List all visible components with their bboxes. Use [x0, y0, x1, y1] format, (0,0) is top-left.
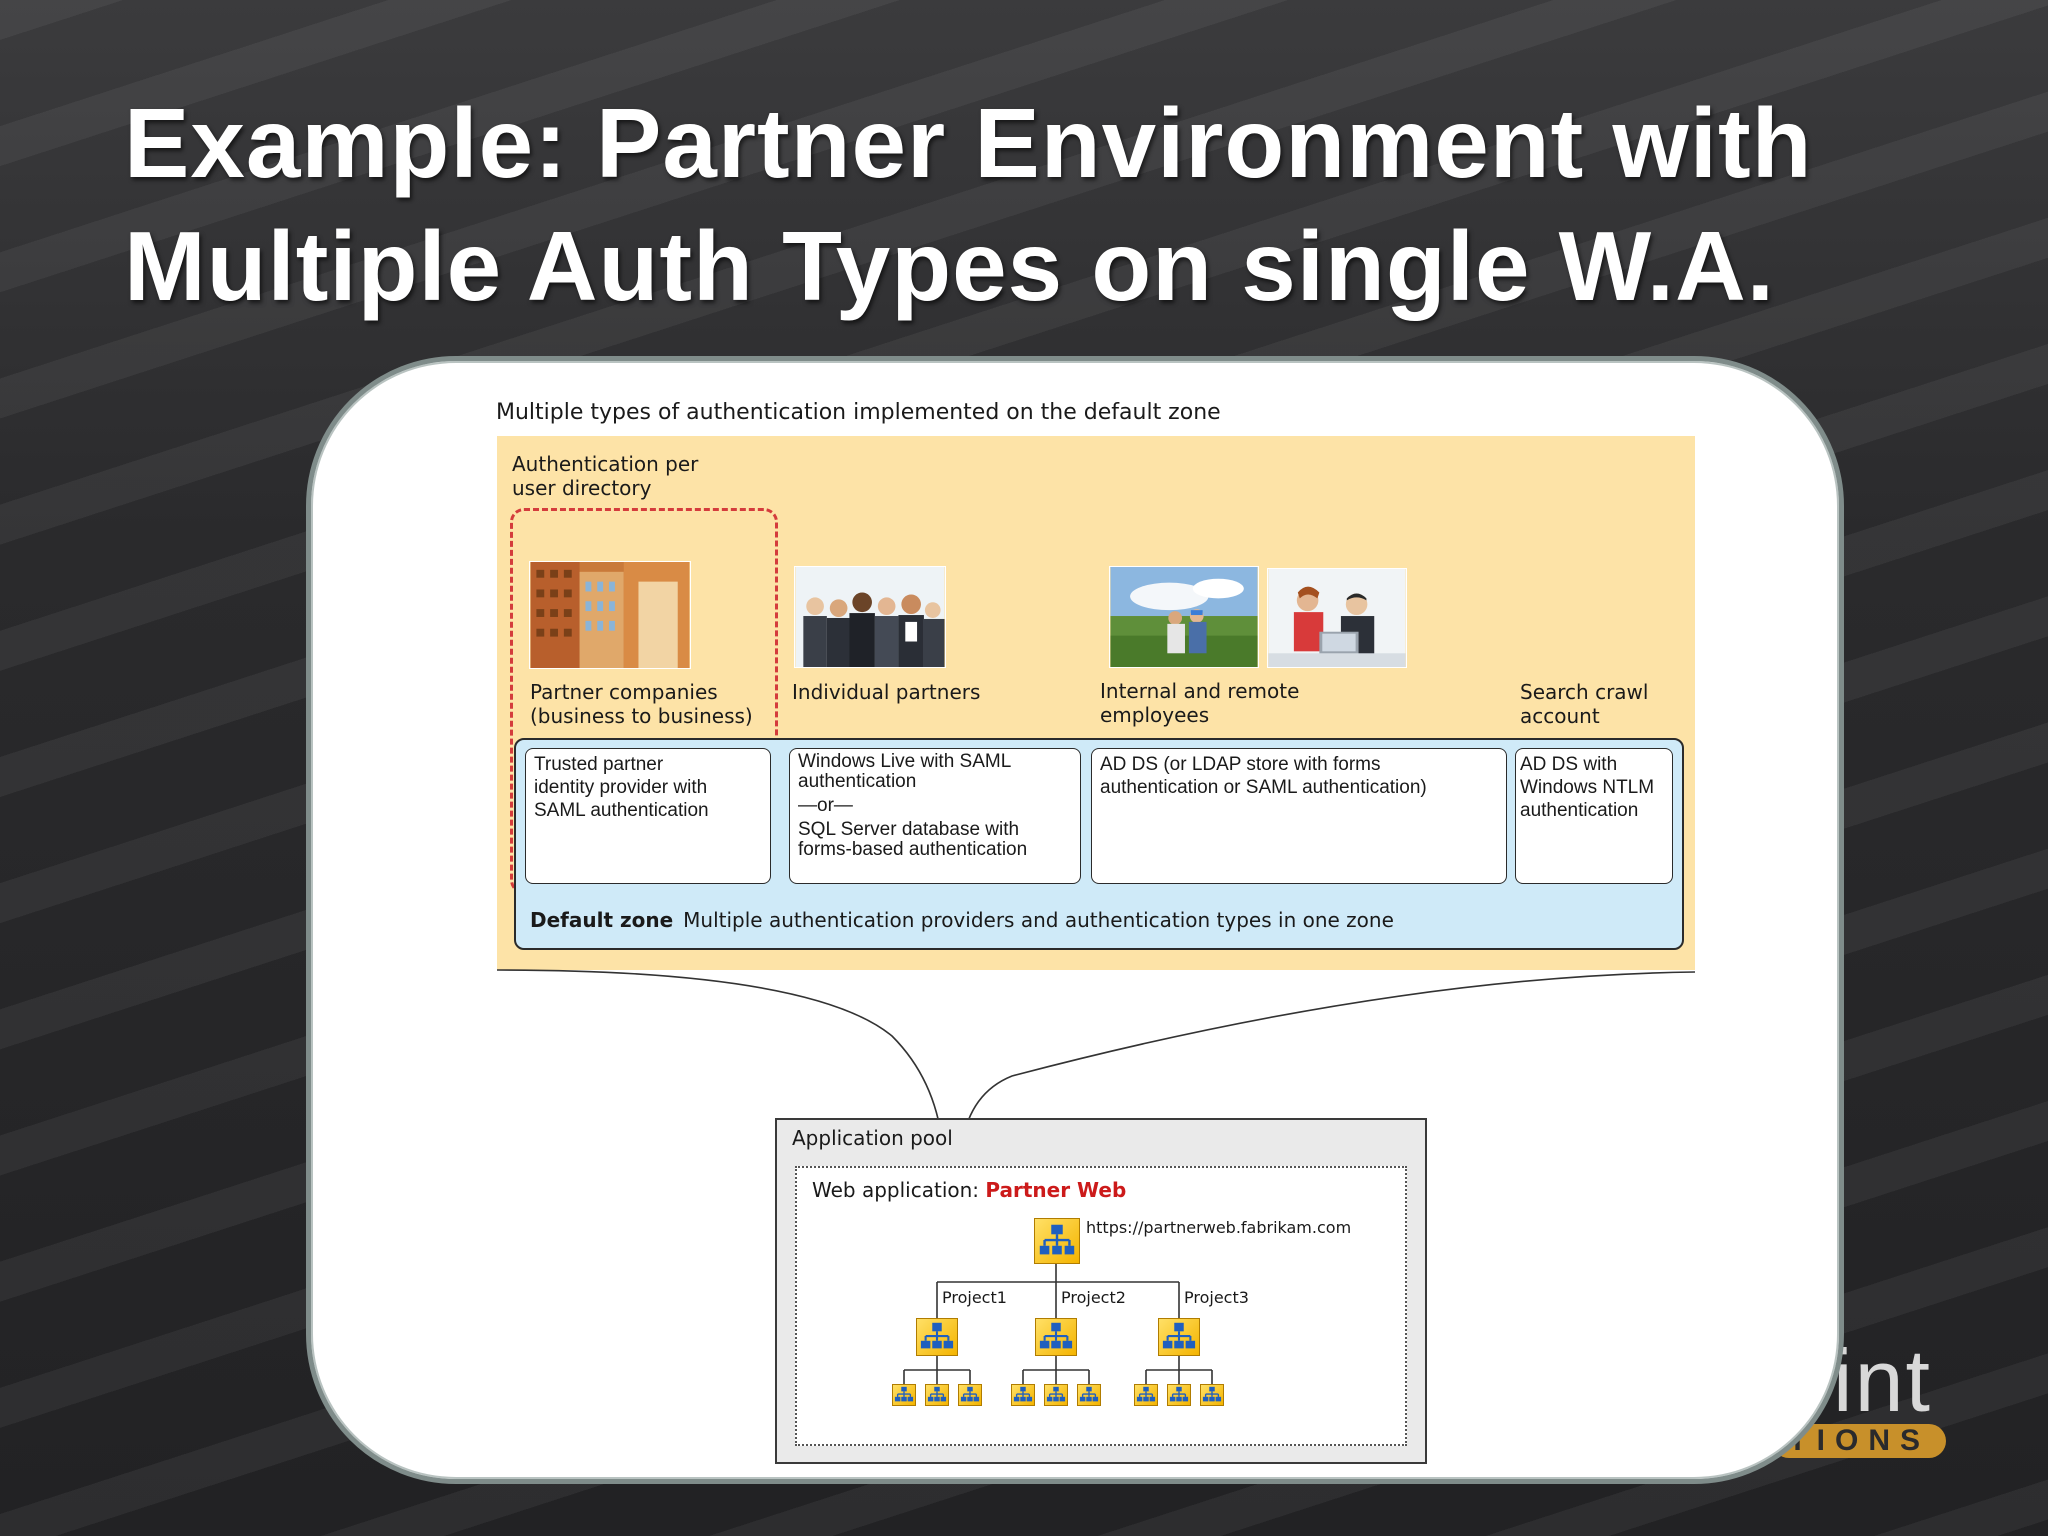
auth-box-text-top: Windows Live with SAML authentication [798, 751, 1012, 792]
zone-to-app-connector-curves [496, 969, 1695, 1167]
user-group-label-individual-partners: Individual partners [792, 680, 981, 704]
web-application-name: Partner Web [985, 1178, 1127, 1202]
project-3-label: Project3 [1184, 1288, 1249, 1307]
default-zone-description: Multiple authentication providers and au… [683, 908, 1394, 932]
business-people-photo [794, 566, 946, 668]
auth-box-text: Trusted partner identity provider with S… [534, 754, 709, 821]
auth-box-text-bottom: SQL Server database with forms-based aut… [798, 819, 1028, 860]
application-pool-label: Application pool [792, 1126, 953, 1150]
subsite-icon [1134, 1384, 1158, 1406]
auth-box-text: AD DS with Windows NTLM authentication [1520, 754, 1655, 821]
web-application-label: Web application: Partner Web [812, 1178, 1126, 1202]
project-1-site-icon [916, 1318, 958, 1356]
auth-box-windows-live-or-sql: Windows Live with SAML authentication —o… [789, 748, 1081, 884]
user-group-label-search-crawl: Search crawl account [1520, 680, 1649, 728]
root-site-collection-icon [1034, 1218, 1080, 1264]
user-group-label-employees: Internal and remote employees [1100, 679, 1300, 727]
subsite-icon [1077, 1384, 1101, 1406]
slide-title-line-2: Multiple Auth Types on single W.A. [124, 211, 1775, 321]
subsite-icon [892, 1384, 916, 1406]
auth-box-ad-ds-ntlm: AD DS with Windows NTLM authentication [1515, 748, 1673, 884]
diagram-title: Multiple types of authentication impleme… [496, 400, 1221, 425]
subsite-icon [925, 1384, 949, 1406]
root-site-url: https://partnerweb.fabrikam.com [1086, 1218, 1352, 1237]
default-zone-name: Default zone [530, 908, 674, 932]
auth-box-saml-trusted-partner: Trusted partner identity provider with S… [525, 748, 771, 884]
office-buildings-photo [529, 561, 691, 669]
auth-box-or-separator: —or— [798, 795, 853, 816]
project-1-label: Project1 [942, 1288, 1007, 1307]
authentication-diagram: Multiple types of authentication impleme… [492, 396, 1695, 1471]
per-user-directory-label: Authentication per user directory [512, 452, 699, 500]
subsite-icon [1167, 1384, 1191, 1406]
office-employees-photo [1267, 568, 1407, 668]
slide-title: Example: Partner Environment with Multip… [124, 82, 1924, 328]
project-2-label: Project2 [1061, 1288, 1126, 1307]
slide-title-line-1: Example: Partner Environment with [124, 88, 1813, 198]
auth-box-ad-ds-ldap: AD DS (or LDAP store with forms authenti… [1091, 748, 1507, 884]
subsite-icon [1011, 1384, 1035, 1406]
default-zone-caption: Default zone Multiple authentication prov… [530, 908, 1394, 932]
project-2-site-icon [1035, 1318, 1077, 1356]
remote-employees-photo [1109, 566, 1259, 668]
auth-box-text: AD DS (or LDAP store with forms authenti… [1100, 754, 1427, 798]
user-group-label-partner-companies: Partner companies (business to business) [530, 680, 753, 728]
subsite-icon [958, 1384, 982, 1406]
project-3-site-icon [1158, 1318, 1200, 1356]
web-application-prefix: Web application: [812, 1178, 980, 1202]
subsite-icon [1200, 1384, 1224, 1406]
subsite-icon [1044, 1384, 1068, 1406]
